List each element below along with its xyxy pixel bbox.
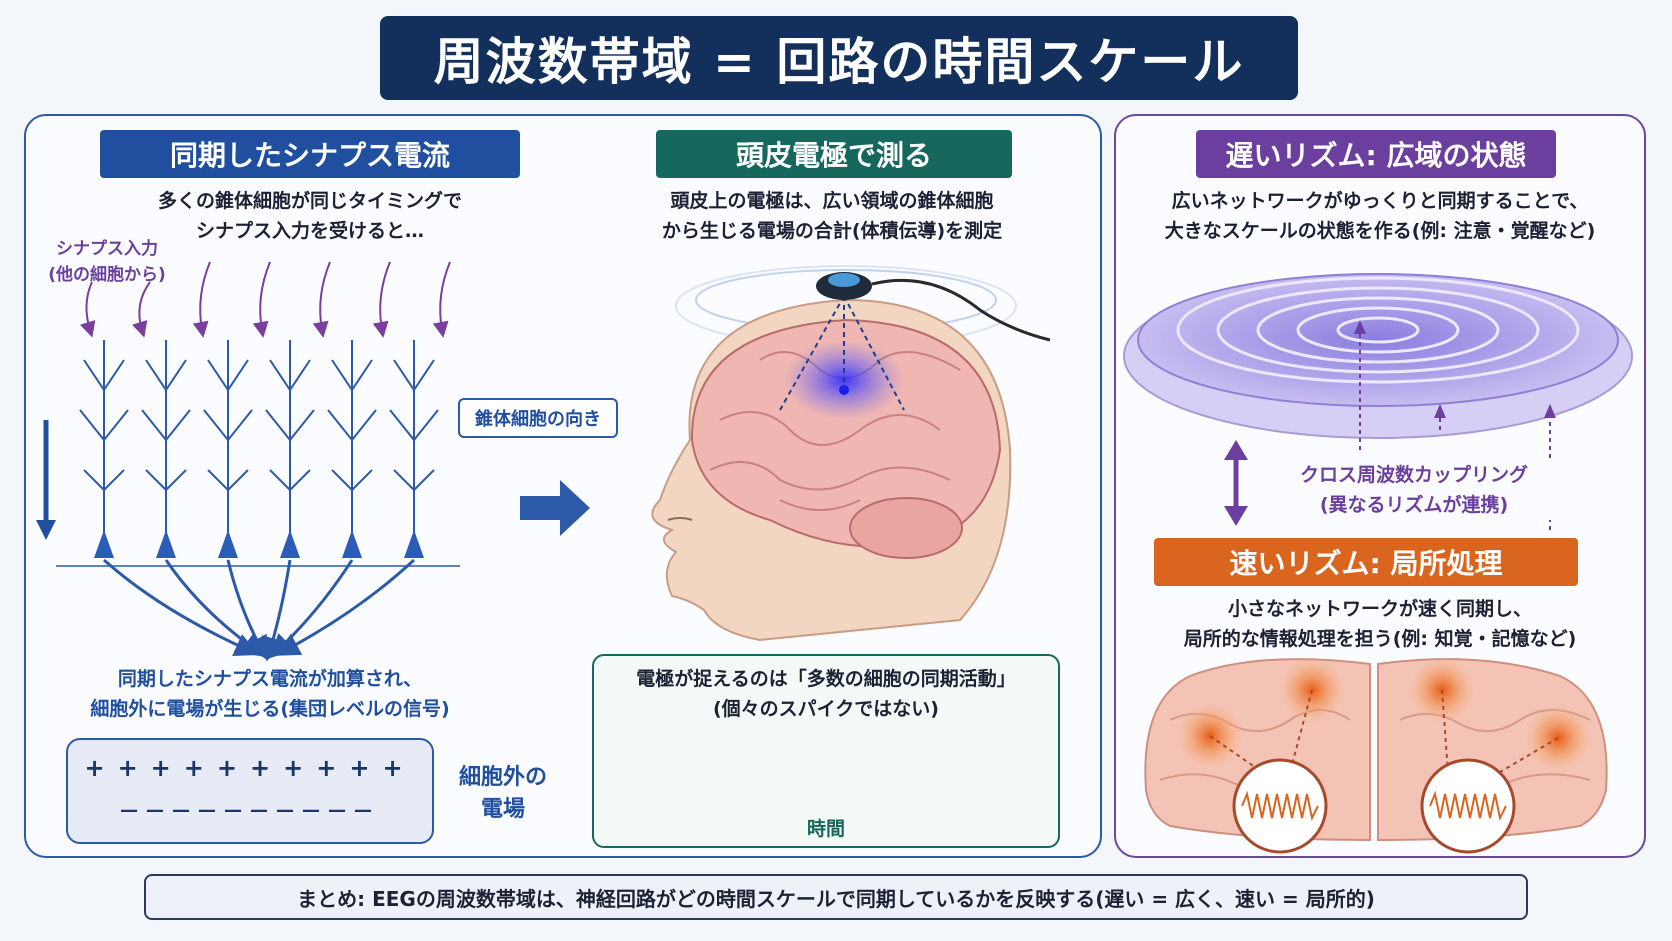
extracellular-field-box: ++++++++++ ——————————	[66, 738, 434, 844]
neuron-somas	[94, 530, 424, 558]
pyramidal-neurons	[56, 340, 460, 567]
middle-intro-line1: 頭皮上の電極は、広い領域の錐体細胞	[670, 190, 994, 212]
eeg-caption-line2: (個々のスパイクではない)	[713, 698, 939, 720]
time-axis-label: 時間	[786, 814, 866, 844]
fast-rhythm-brain	[1144, 656, 1608, 854]
middle-intro-line2: から生じる電場の合計(体積伝導)を測定	[661, 220, 1003, 242]
synapse-input-label-line2: (他の細胞から)	[48, 265, 166, 285]
scalp-electrode-header: 頭皮電極で測る	[656, 130, 1012, 178]
orientation-arrow	[36, 420, 56, 540]
left-result: 同期したシナプス電流が加算され、 細胞外に電場が生じる(集団レベルの信号)	[40, 664, 500, 724]
head-illustration	[651, 265, 1051, 642]
minus-charges: ——————————	[120, 800, 380, 821]
left-result-line1: 同期したシナプス電流が加算され、	[117, 668, 423, 690]
synapse-input-label: シナプス入力 (他の細胞から)	[32, 236, 182, 288]
field-label-line1: 細胞外の	[458, 765, 547, 790]
coupling-line2: (異なるリズムが連携)	[1319, 494, 1509, 516]
pyramidal-orientation-label: 錐体細胞の向き	[458, 398, 618, 438]
synaptic-current-header: 同期したシナプス電流	[100, 130, 520, 178]
synapse-input-label-line1: シナプス入力	[56, 239, 158, 259]
extracellular-field-label: 細胞外の 電場	[448, 762, 558, 826]
slow-line1: 広いネットワークがゆっくりと同期することで、	[1171, 190, 1589, 212]
flow-arrow-icon	[520, 480, 590, 536]
left-result-line2: 細胞外に電場が生じる(集団レベルの信号)	[90, 698, 450, 720]
coupling-line1: クロス周波数カップリング	[1299, 464, 1528, 486]
eeg-caption-line1: 電極が捉えるのは「多数の細胞の同期活動」	[636, 668, 1016, 690]
fast-rhythm-header: 速いリズム: 局所処理	[1154, 538, 1578, 586]
left-intro-line1: 多くの錐体細胞が同じタイミングで	[157, 190, 462, 212]
left-intro: 多くの錐体細胞が同じタイミングで シナプス入力を受けると…	[120, 186, 500, 246]
fast-rhythm-description: 小さなネットワークが速く同期し、 局所的な情報処理を担う(例: 知覚・記憶など)	[1136, 594, 1624, 654]
synapse-input-arrows	[80, 261, 451, 338]
slow-rhythm-cortex	[1123, 273, 1633, 439]
eeg-caption: 電極が捉えるのは「多数の細胞の同期活動」 (個々のスパイクではない)	[600, 664, 1052, 724]
fast-line1: 小さなネットワークが速く同期し、	[1227, 598, 1532, 620]
fast-line2: 局所的な情報処理を担う(例: 知覚・記憶など)	[1183, 628, 1577, 650]
page-title: 周波数帯域 = 回路の時間スケール	[380, 16, 1298, 100]
current-convergence-arrows	[103, 558, 416, 662]
slow-rhythm-header: 遅いリズム: 広域の状態	[1196, 130, 1556, 178]
cross-frequency-coupling-label: クロス周波数カップリング (異なるリズムが連携)	[1274, 460, 1554, 520]
plus-charges: ++++++++++	[84, 754, 416, 782]
slow-rhythm-description: 広いネットワークがゆっくりと同期することで、 大きなスケールの状態を作る(例: …	[1126, 186, 1634, 246]
coupling-arrows	[1224, 320, 1556, 530]
middle-intro: 頭皮上の電極は、広い領域の錐体細胞 から生じる電場の合計(体積伝導)を測定	[612, 186, 1052, 246]
summary-bar: まとめ: EEGの周波数帯域は、神経回路がどの時間スケールで同期しているかを反映…	[144, 874, 1528, 920]
slow-line2: 大きなスケールの状態を作る(例: 注意・覚醒など)	[1164, 220, 1596, 242]
left-intro-line2: シナプス入力を受けると…	[195, 220, 424, 242]
field-label-line2: 電場	[480, 797, 525, 822]
